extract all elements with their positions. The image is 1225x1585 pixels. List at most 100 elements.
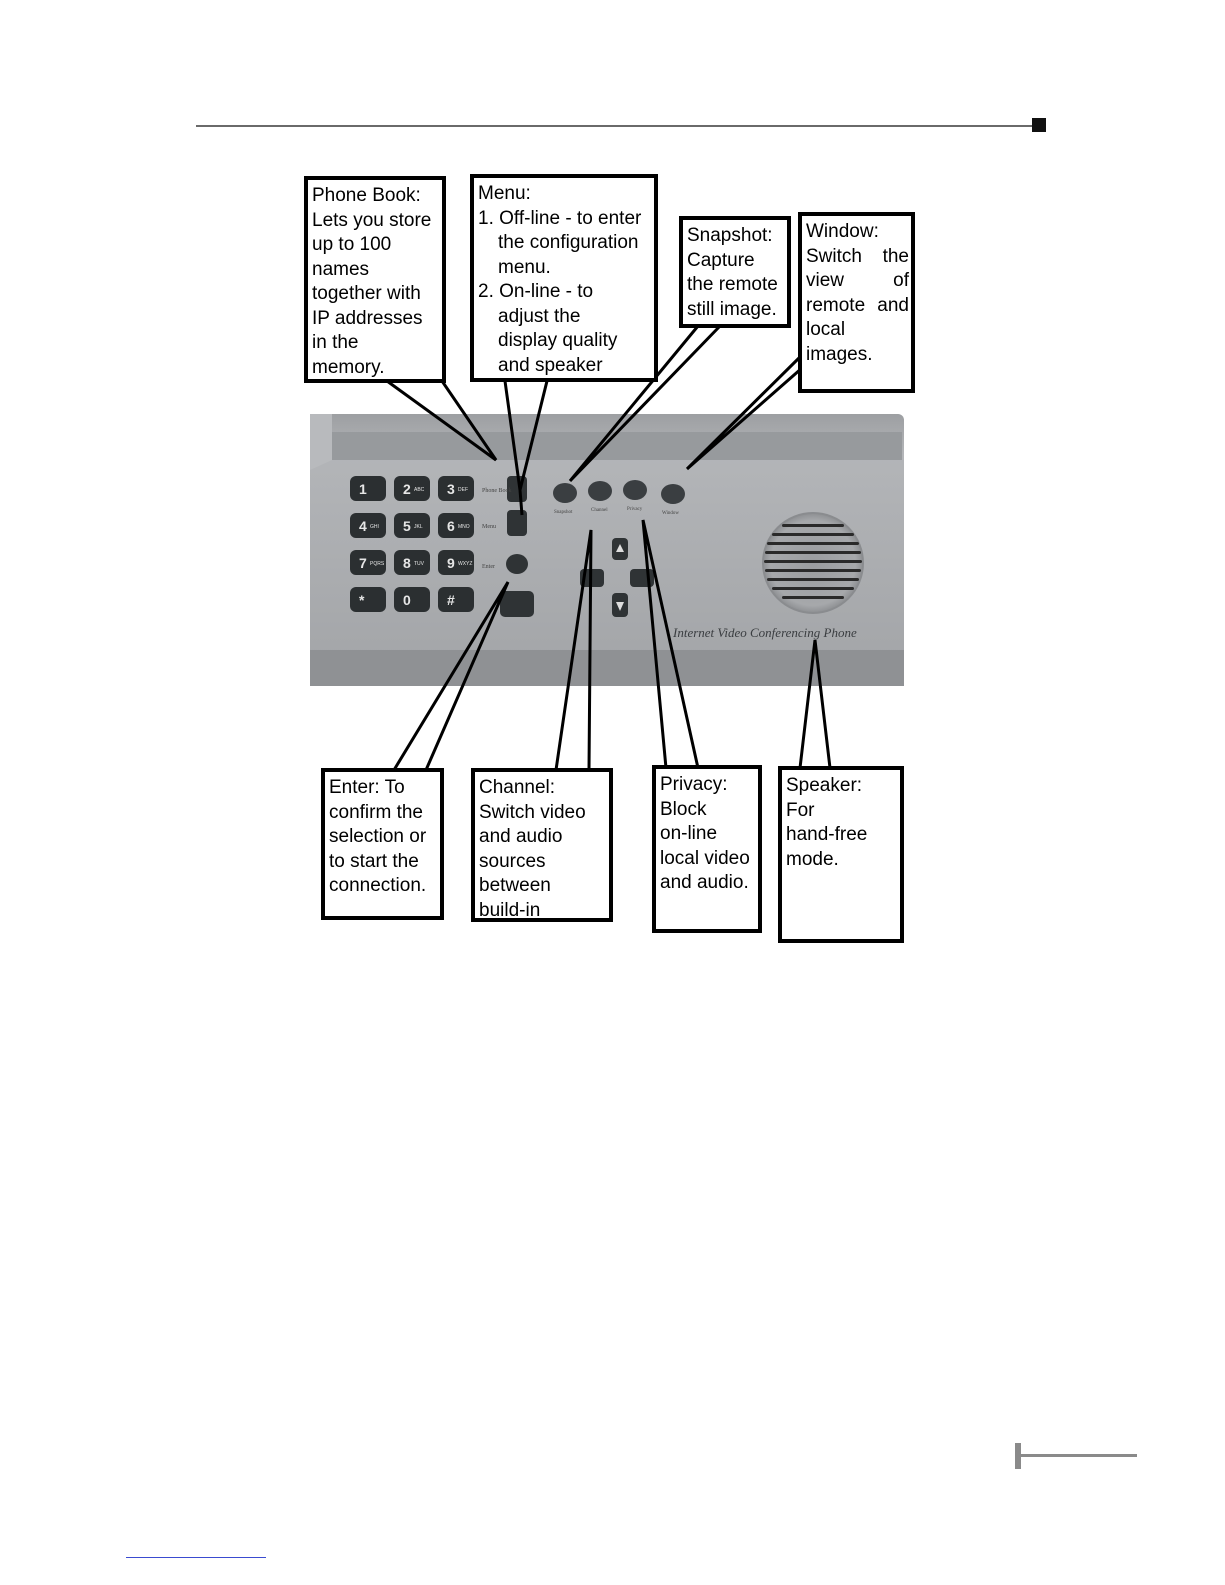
menu-item-2-number: 2. — [478, 281, 494, 302]
window-line: view of — [806, 270, 909, 291]
menu-item-1-line: the configuration — [498, 232, 639, 253]
bottom-link-underline — [126, 1557, 266, 1558]
keypad-key-2[interactable] — [394, 476, 430, 501]
keypad-key-digit: * — [359, 592, 365, 608]
device-top-lip — [332, 432, 902, 460]
header-rule — [196, 125, 1032, 127]
footer-tick — [1015, 1443, 1021, 1469]
keypad-key-7[interactable] — [350, 550, 386, 575]
leader-channel — [554, 529, 593, 771]
window-line: remote and — [806, 294, 909, 316]
privacy-line: on-line — [660, 823, 718, 844]
keypad-key-10[interactable] — [350, 587, 386, 612]
speaker-line: mode. — [786, 848, 839, 870]
window-line: local — [806, 319, 846, 340]
snapshot-line: still image. — [687, 298, 777, 320]
keypad-key-digit: 5 — [403, 518, 411, 534]
keypad-key-9[interactable] — [438, 550, 474, 575]
phone-book-line: names — [312, 258, 370, 280]
menu-item-2-first-line: 2. On-line - to — [478, 280, 652, 305]
menu-item-2-text: On-line - to — [499, 281, 594, 302]
function-label-channel: Channel — [591, 508, 608, 513]
channel-line: and audio — [479, 826, 563, 847]
callout-window: Window: Switch the view of remote and lo… — [798, 212, 915, 393]
snapshot-line: Capture — [687, 249, 755, 271]
window-line: Switch the — [806, 245, 909, 267]
phone-book-line: in the — [312, 332, 359, 353]
keypad-key-digit: 7 — [359, 555, 367, 571]
privacy-line: Privacy: — [660, 774, 728, 795]
menu-item-2-line: display quality — [498, 330, 618, 351]
menu-item-1-text: Off-line - to enter — [499, 207, 642, 229]
side-label-phone-book: Phone Book — [482, 488, 512, 494]
phone-book-line: memory. — [312, 356, 385, 378]
privacy-button[interactable] — [623, 480, 647, 500]
privacy-line: Block — [660, 798, 707, 820]
channel-line: Switch video — [479, 801, 586, 823]
keypad-key-letters: GHI — [370, 524, 379, 530]
header-square-marker — [1032, 118, 1046, 132]
snapshot-line: the remote — [687, 274, 778, 295]
phone-book-line: up to 100 — [312, 234, 392, 255]
keypad-key-6[interactable] — [438, 513, 474, 538]
keypad-key-digit: 9 — [447, 555, 455, 571]
callout-menu: Menu: 1. Off-line - to enter the configu… — [470, 174, 658, 382]
enter-line: Enter: To — [329, 777, 405, 798]
menu-item-2-line: and speaker — [498, 354, 603, 376]
speaker-grille — [762, 512, 864, 614]
keypad-key-11[interactable] — [394, 587, 430, 612]
leader-privacy — [641, 519, 700, 769]
window-button[interactable] — [661, 484, 685, 504]
phone-book-line: Lets you store — [312, 209, 432, 231]
speaker-line: hand-free — [786, 824, 868, 845]
snapshot-line: Snapshot: — [687, 225, 773, 246]
function-label-privacy: Privacy — [627, 507, 643, 512]
keypad-key-letters: TUV — [414, 561, 425, 567]
side-label-menu: Menu — [482, 524, 496, 530]
callout-privacy: Privacy: Block on-line local video and a… — [652, 765, 762, 933]
keypad-key-letters: JKL — [414, 524, 423, 530]
keypad-key-digit: 4 — [359, 518, 367, 534]
phone-book-line: IP addresses — [312, 307, 423, 329]
down-arrow-icon — [616, 602, 624, 611]
keypad-key-letters: DEF — [458, 487, 468, 493]
keypad-key-digit: 1 — [359, 481, 367, 497]
keypad-key-digit: 8 — [403, 555, 411, 571]
callout-speaker: Speaker: For hand-free mode. — [778, 766, 904, 943]
keypad-key-digit: 6 — [447, 518, 455, 534]
menu-button[interactable] — [507, 510, 527, 536]
enter-button[interactable] — [506, 554, 528, 574]
window-line: Window: — [806, 221, 879, 242]
menu-title: Menu: — [478, 183, 531, 204]
keypad-key-3[interactable] — [438, 476, 474, 501]
window-line: images. — [806, 343, 873, 365]
callout-snapshot: Snapshot: Capture the remote still image… — [679, 216, 791, 328]
keypad-key-1[interactable] — [350, 476, 386, 501]
privacy-line: local video — [660, 847, 750, 869]
device-brand-text: Internet Video Conferencing Phone — [672, 625, 857, 640]
bottom-extra-button[interactable] — [500, 591, 534, 617]
channel-button[interactable] — [588, 481, 612, 501]
phone-book-line: together with — [312, 283, 421, 304]
phone-book-line: Phone Book: — [312, 185, 421, 206]
channel-line: build-in — [479, 899, 541, 921]
keypad-key-8[interactable] — [394, 550, 430, 575]
keypad-key-letters: PQRS — [370, 561, 385, 567]
leader-window — [685, 355, 803, 471]
keypad-key-4[interactable] — [350, 513, 386, 538]
keypad-key-digit: # — [447, 592, 455, 608]
keypad-key-digit: 2 — [403, 481, 411, 497]
menu-item-2-line: adjust the — [498, 305, 581, 327]
keypad-key-digit: 3 — [447, 481, 455, 497]
keypad-key-letters: ABC — [414, 487, 425, 493]
keypad-key-12[interactable] — [438, 587, 474, 612]
enter-line: to start the — [329, 850, 419, 872]
keypad-key-5[interactable] — [394, 513, 430, 538]
function-label-window: Window — [662, 511, 679, 516]
speaker-line: Speaker: — [786, 775, 863, 796]
snapshot-button[interactable] — [553, 483, 577, 503]
speaker-line: For — [786, 799, 815, 821]
menu-item-1-number: 1. — [478, 207, 494, 229]
